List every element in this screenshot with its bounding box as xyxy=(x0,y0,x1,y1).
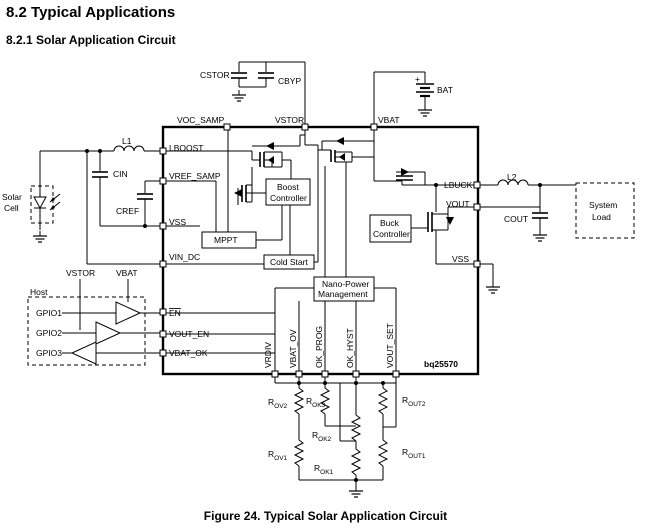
pin-vrdiv-label: VRDIV xyxy=(263,342,273,368)
pin-lbuck-label: LBUCK xyxy=(444,180,473,190)
solar-input-wiring xyxy=(39,145,163,265)
pin-vout-en xyxy=(159,330,167,338)
boost-stage-internal xyxy=(166,130,306,265)
cold-start-label: Cold Start xyxy=(270,257,308,267)
l1-label: L1 xyxy=(122,136,132,146)
vstor-bus xyxy=(305,130,402,278)
system-load-label-1: System xyxy=(589,200,617,210)
bat-label: BAT xyxy=(437,85,453,95)
pin-vss-left-label: VSS xyxy=(169,217,186,227)
buck-stage-internal xyxy=(396,168,474,265)
rok1-label: ROK1 xyxy=(314,463,334,476)
host-buffers xyxy=(62,279,160,365)
rov1-label: ROV1 xyxy=(268,449,288,462)
rov2-label: ROV2 xyxy=(268,397,288,410)
boost-controller-label-2: Controller xyxy=(270,193,307,203)
gpio1-label: GPIO1 xyxy=(36,308,62,318)
pin-en xyxy=(159,308,167,316)
cref-label: CREF xyxy=(116,206,139,216)
pin-vin-dc-label: VIN_DC xyxy=(169,252,200,262)
nano-power-label-1: Nano-Power xyxy=(322,279,369,289)
rok3-label: ROK3 xyxy=(306,396,326,409)
buck-controller-block xyxy=(369,214,412,243)
chip-outline xyxy=(161,125,480,376)
pin-vbat xyxy=(370,123,378,131)
system-load-block xyxy=(575,182,635,239)
battery-symbol: + xyxy=(373,71,434,127)
cbyp-label: CBYP xyxy=(278,76,301,86)
boost-controller-label-1: Boost xyxy=(277,182,299,192)
pin-ok-prog-label: OK_PROG xyxy=(314,326,324,368)
l2-label: L2 xyxy=(507,172,517,182)
pin-voc-samp xyxy=(223,123,231,131)
host-vbat-label: VBAT xyxy=(116,268,138,278)
cstor-label: CSTOR xyxy=(200,70,230,80)
pin-vbat-ok xyxy=(159,349,167,357)
pin-vout xyxy=(473,203,481,211)
pin-vout-set xyxy=(392,370,400,378)
chip-name: bq25570 xyxy=(424,359,458,369)
pin-lbuck xyxy=(473,181,481,189)
cstor-cbyp-network xyxy=(231,61,306,127)
resistor-dividers xyxy=(274,377,397,498)
rout2-label: ROUT2 xyxy=(402,395,426,408)
pin-ok-hyst xyxy=(352,370,360,378)
pin-vbat-ov xyxy=(295,370,303,378)
pin-ok-hyst-label: OK_HYST xyxy=(345,328,355,368)
buck-controller-label-1: Buck xyxy=(380,218,400,228)
rout1-label: ROUT1 xyxy=(402,447,426,460)
system-load-label-2: Load xyxy=(592,212,611,222)
subsection-title: 8.2.1 Solar Application Circuit xyxy=(6,33,176,47)
pin-lboost xyxy=(159,147,167,155)
pin-vout-set-label: VOUT_SET xyxy=(385,323,395,368)
gpio2-label: GPIO2 xyxy=(36,328,62,338)
nano-power-management-block xyxy=(313,276,375,302)
section-title: 8.2 Typical Applications xyxy=(6,4,176,21)
pin-ok-prog xyxy=(321,370,329,378)
host-vstor-label: VSTOR xyxy=(66,268,95,278)
cout-label: COUT xyxy=(504,214,528,224)
pin-vbat-label: VBAT xyxy=(378,115,400,125)
pin-vin-dc xyxy=(159,260,167,268)
host-block xyxy=(27,296,146,366)
pin-vss-right-label: VSS xyxy=(452,254,469,264)
cin-label: CIN xyxy=(113,169,128,179)
figure-caption: Figure 24. Typical Solar Application Cir… xyxy=(203,509,448,523)
solar-cell-label-2: Cell xyxy=(4,203,19,213)
host-title: Host xyxy=(30,287,48,297)
pin-vss-left xyxy=(159,222,167,230)
gpio3-label: GPIO3 xyxy=(36,348,62,358)
pin-vout-label: VOUT xyxy=(446,199,470,209)
boost-controller-block xyxy=(265,178,311,206)
nano-power-label-2: Management xyxy=(318,289,368,299)
solar-cell-symbol xyxy=(30,185,61,243)
mppt-label: MPPT xyxy=(214,235,238,245)
pin-vstor-label: VSTOR xyxy=(275,115,304,125)
pin-lboost-label: LBOOST xyxy=(169,143,203,153)
svg-text:+: + xyxy=(415,74,420,84)
pin-vref-samp-label: VREF_SAMP xyxy=(169,171,221,181)
rok2-label: ROK2 xyxy=(312,430,332,443)
pin-voc-samp-label: VOC_SAMP xyxy=(177,115,225,125)
output-filter xyxy=(480,179,576,294)
pin-vrdiv xyxy=(271,370,279,378)
solar-cell-label-1: Solar xyxy=(2,192,22,202)
pin-vbat-ov-label: VBAT_OV xyxy=(288,329,298,368)
nano-power-wiring xyxy=(166,287,397,371)
buck-controller-label-2: Controller xyxy=(373,229,410,239)
pin-vss-right xyxy=(473,260,481,268)
pin-vref-samp xyxy=(159,177,167,185)
